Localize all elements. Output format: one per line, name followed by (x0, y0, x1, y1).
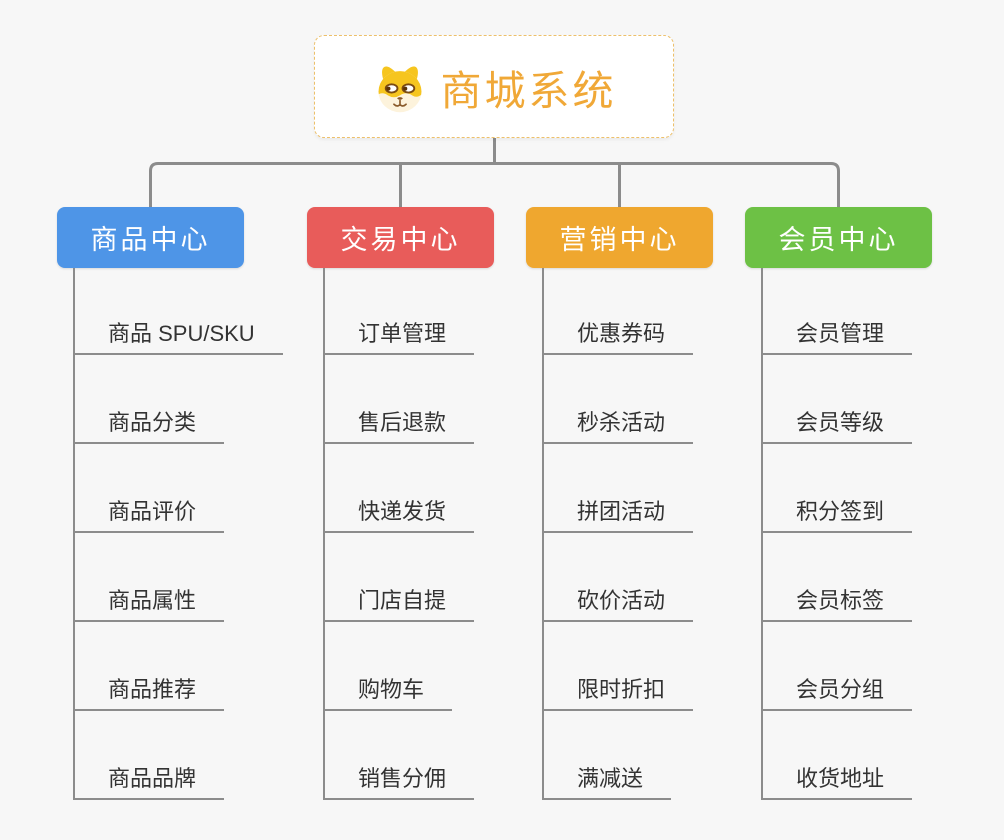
leaf-node[interactable]: 商品 SPU/SKU (75, 268, 283, 355)
leaf-column-trade-center: 订单管理售后退款快递发货门店自提购物车销售分佣 (323, 268, 475, 800)
leaf-node[interactable]: 收货地址 (763, 711, 913, 800)
leaf-node[interactable]: 会员分组 (763, 622, 913, 711)
root-title: 商城系统 (440, 67, 617, 114)
branch-label: 会员中心 (778, 225, 899, 255)
branch-node-marketing-center[interactable]: 营销中心 (526, 207, 713, 268)
branch-node-member-center[interactable]: 会员中心 (745, 207, 932, 268)
leaf-node[interactable]: 快递发货 (325, 444, 475, 533)
leaf-node[interactable]: 优惠券码 (544, 268, 694, 355)
leaf-node[interactable]: 商品属性 (75, 533, 225, 622)
branch-label: 营销中心 (559, 225, 680, 255)
leaf-column-member-center: 会员管理会员等级积分签到会员标签会员分组收货地址 (761, 268, 913, 800)
leaf-node[interactable]: 销售分佣 (325, 711, 475, 800)
leaf-node[interactable]: 会员标签 (763, 533, 913, 622)
leaf-node[interactable]: 购物车 (325, 622, 453, 711)
leaf-node[interactable]: 拼团活动 (544, 444, 694, 533)
leaf-node[interactable]: 商品评价 (75, 444, 225, 533)
leaf-node[interactable]: 积分签到 (763, 444, 913, 533)
leaf-node[interactable]: 门店自提 (325, 533, 475, 622)
leaf-node[interactable]: 秒杀活动 (544, 355, 694, 444)
leaf-node[interactable]: 砍价活动 (544, 533, 694, 622)
branch-node-trade-center[interactable]: 交易中心 (307, 207, 494, 268)
leaf-node[interactable]: 会员等级 (763, 355, 913, 444)
leaf-node[interactable]: 满减送 (544, 711, 672, 800)
leaf-node[interactable]: 售后退款 (325, 355, 475, 444)
leaf-node[interactable]: 会员管理 (763, 268, 913, 355)
branch-node-product-center[interactable]: 商品中心 (57, 207, 244, 268)
dog-face-icon (378, 66, 421, 112)
branch-rail-line (149, 162, 840, 208)
branch-label: 交易中心 (340, 225, 461, 255)
leaf-node[interactable]: 订单管理 (325, 268, 475, 355)
leaf-node[interactable]: 商品品牌 (75, 711, 225, 800)
leaf-node[interactable]: 商品推荐 (75, 622, 225, 711)
branch-label: 商品中心 (90, 225, 211, 255)
leaf-node[interactable]: 商品分类 (75, 355, 225, 444)
root-node[interactable]: 商城系统 (314, 35, 674, 138)
leaf-node[interactable]: 限时折扣 (544, 622, 694, 711)
leaf-column-marketing-center: 优惠券码秒杀活动拼团活动砍价活动限时折扣满减送 (542, 268, 694, 800)
